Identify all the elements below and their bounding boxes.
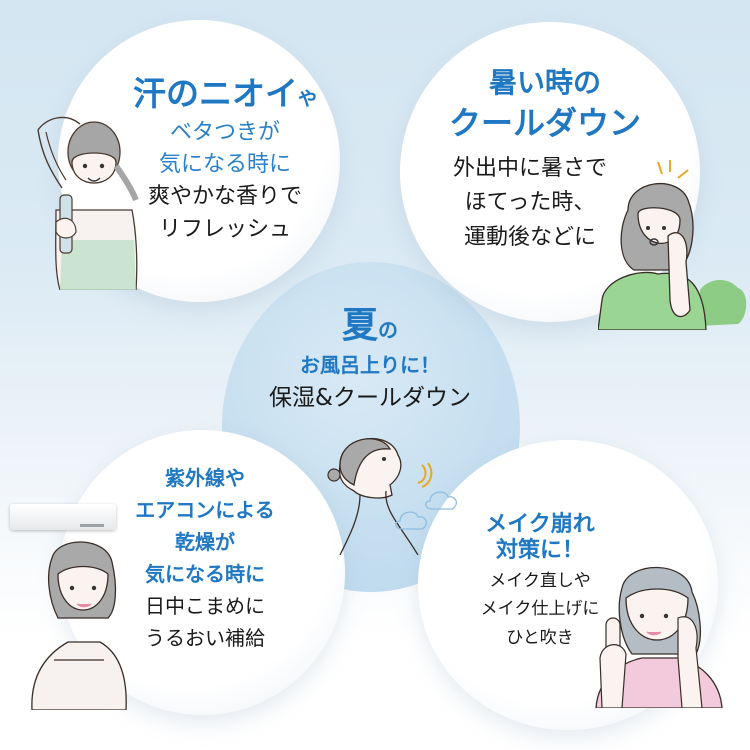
air-conditioner-icon <box>10 504 116 530</box>
woman-under-air-conditioner-illustration <box>31 541 127 710</box>
uv-dryness-black-line-1: 日中こまめに <box>145 594 265 618</box>
woman-hand-on-cheek-illustration <box>598 160 747 330</box>
uv-dryness-text: 紫外線や エアコンによる 乾燥が 気になる時に 日中こまめに うるおい補給 <box>120 466 290 650</box>
hot-cooldown-text: 暑い時の クールダウン <box>420 66 670 142</box>
uv-dryness-black-line-2: うるおい補給 <box>145 626 265 650</box>
uv-dryness-blue-line-2: エアコンによる <box>135 498 275 522</box>
summer-bath-text: 夏の お風呂上りに！ 保湿&クールダウン <box>240 304 500 413</box>
hot-cooldown-blue-line-2: クールダウン <box>448 103 641 142</box>
hot-cooldown-black-line-3: 運動後などに <box>463 224 596 250</box>
summer-bath-headline: 夏 <box>341 305 378 346</box>
uv-dryness-blue-line-4: 気になる時に <box>145 562 265 586</box>
hot-cooldown-black-line-2: ほてった時、 <box>464 190 596 216</box>
makeup-black-line-3: ひと吹き <box>506 627 574 648</box>
sweat-odor-black-line-2: リフレッシュ <box>158 216 291 242</box>
hot-cooldown-body: 外出中に暑さで ほてった時、 運動後などに <box>430 156 630 251</box>
sweat-odor-headline: 汗のニオイ <box>132 74 298 113</box>
sweat-odor-text: 汗のニオイや ベタつきが 気になる時に 爽やかな香りで リフレッシュ <box>110 74 340 243</box>
hot-cooldown-blue-line-1: 暑い時の <box>488 66 601 99</box>
uv-dryness-blue-line-3: 乾燥が <box>175 530 235 554</box>
sweat-odor-blue-line-1: ベタつきが <box>169 119 280 145</box>
summer-bath-blue-line-1: お風呂上りに！ <box>300 353 440 378</box>
woman-pink-shirt-illustration <box>595 566 723 708</box>
sweat-odor-blue-line-2: 気になる時に <box>158 151 291 177</box>
makeup-black-line-1: メイク直しや <box>489 570 591 591</box>
uv-dryness-blue-line-1: 紫外線や <box>165 466 245 490</box>
makeup-text: メイク崩れ 対策に！ メイク直しや メイク仕上げに ひと吹き <box>470 512 610 648</box>
summer-bath-headline-suffix: の <box>378 318 398 342</box>
hot-cooldown-black-line-1: 外出中に暑さで <box>452 156 607 181</box>
summer-bath-black-line-1: 保湿&クールダウン <box>269 385 471 412</box>
sweat-odor-headline-suffix: や <box>297 88 317 110</box>
sweat-odor-black-line-1: 爽やかな香りで <box>147 184 302 210</box>
woman-profile-breathing-illustration <box>327 437 458 555</box>
makeup-blue-line-1: メイク崩れ <box>485 512 595 537</box>
woman-raising-arm-illustration <box>37 116 139 290</box>
makeup-black-line-2: メイク仕上げに <box>480 599 600 620</box>
makeup-blue-line-2: 対策に！ <box>495 538 584 564</box>
